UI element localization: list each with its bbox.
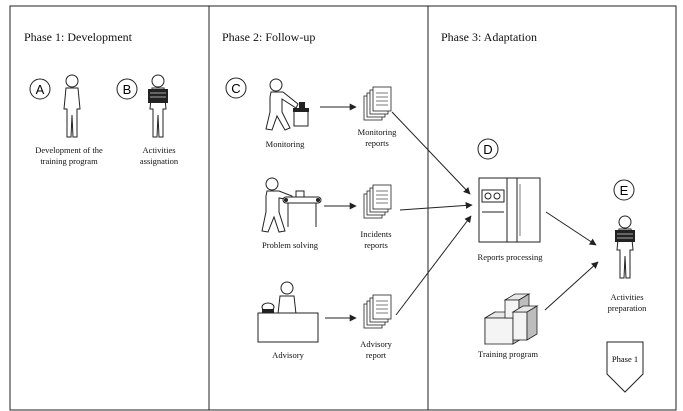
advisory-report-label: Advisory report — [360, 339, 392, 360]
arrow-incidents-to-processing — [399, 201, 473, 211]
monitoring-label: Monitoring — [265, 139, 305, 149]
training-program-label: Training program — [478, 349, 538, 359]
marker-b: B — [116, 78, 138, 100]
document-stack-icon — [363, 294, 392, 329]
incidents-reports-label: Incidents reports — [360, 229, 392, 250]
block-stack-icon — [483, 293, 539, 345]
arrow-monitoring-to-processing — [391, 111, 471, 195]
diagram-frame — [9, 5, 677, 411]
monitoring-reports-label: Monitoring reports — [357, 127, 397, 148]
arrow-processing-to-preparation — [545, 211, 597, 246]
activities-preparation-label: Activities preparation — [607, 292, 647, 313]
svg-text:C: C — [231, 81, 240, 96]
marker-e: E — [613, 179, 635, 201]
person-at-conveyor-icon — [261, 177, 322, 233]
problem-solving-label: Problem solving — [262, 240, 318, 250]
pentagon-arrow-icon — [606, 341, 644, 393]
phase-1-title: Phase 1: Development — [24, 30, 132, 44]
document-stack-icon — [363, 86, 392, 121]
person-at-desk-icon — [257, 281, 319, 343]
person-icon — [63, 74, 81, 138]
activities-assignation-label: Activities assignation — [139, 145, 179, 166]
marker-c: C — [225, 77, 247, 99]
arrow-training-to-preparation — [544, 261, 599, 311]
person-holding-document-icon — [615, 215, 635, 279]
reports-processing-label: Reports processing — [477, 252, 543, 262]
svg-text:D: D — [483, 142, 492, 157]
phase-2-title: Phase 2: Follow-up — [222, 30, 316, 44]
svg-text:B: B — [123, 82, 132, 97]
arrow-advisory-to-processing — [395, 215, 472, 316]
marker-a: A — [29, 78, 51, 100]
document-stack-icon — [363, 184, 392, 219]
person-holding-document-icon — [148, 74, 168, 138]
marker-d: D — [477, 138, 499, 160]
development-label: Development of the training program — [35, 145, 103, 166]
person-at-bin-icon — [265, 78, 309, 131]
advisory-label: Advisory — [272, 350, 304, 360]
phase-3-title: Phase 3: Adaptation — [441, 30, 537, 44]
svg-text:E: E — [620, 183, 629, 198]
server-cabinet-icon — [478, 177, 541, 243]
phase1-return-label: Phase 1 — [612, 354, 638, 364]
svg-text:A: A — [36, 82, 45, 97]
